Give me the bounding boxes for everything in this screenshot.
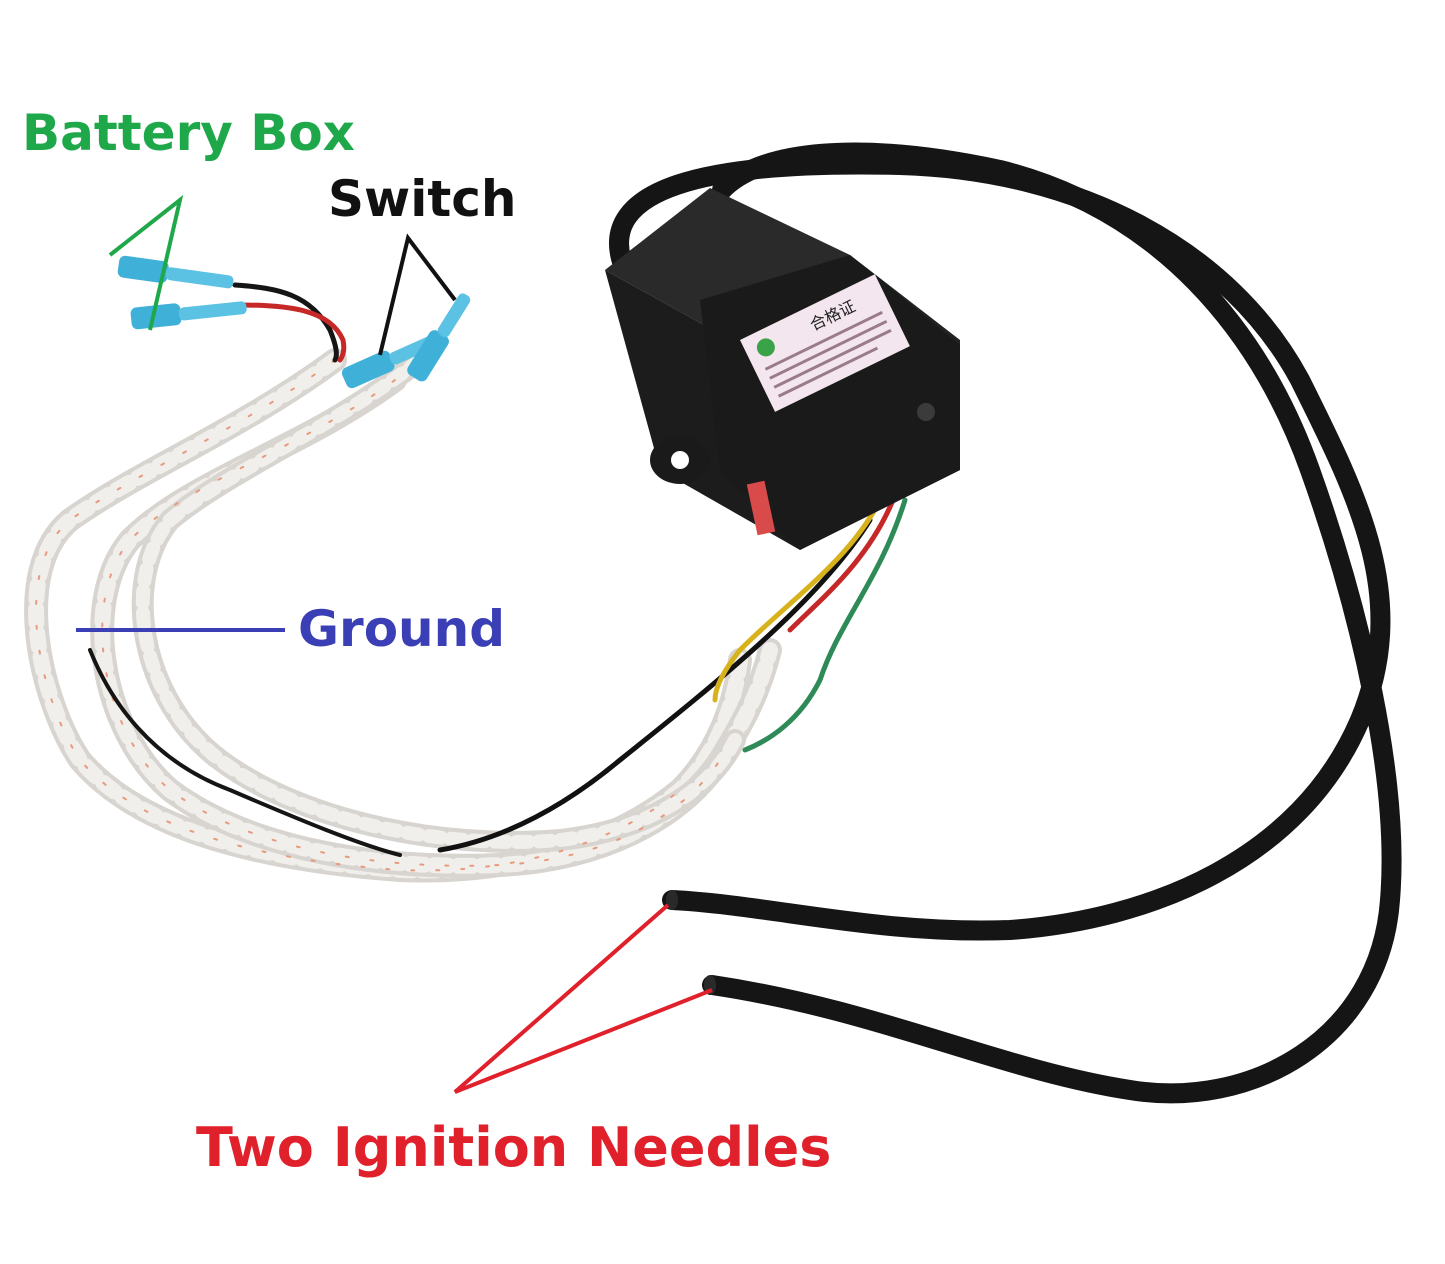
- needles-pointer: [453, 903, 713, 1094]
- brand-logo-icon: [756, 338, 775, 357]
- wire-black: [437, 517, 873, 853]
- hv-cable-2: [702, 142, 1402, 1104]
- signal-wires: [88, 282, 908, 857]
- switch-pointer: [378, 233, 457, 356]
- module-mount-hole: [671, 451, 689, 469]
- ground-label: Ground: [298, 600, 506, 658]
- battery-box-pointer: [108, 194, 184, 331]
- battery-wire-red: [237, 302, 347, 363]
- spade-terminal-icon: [130, 301, 247, 330]
- wire-green: [742, 497, 908, 753]
- module-top: [605, 188, 850, 345]
- hv-cables: [609, 142, 1402, 1104]
- wire-red: [787, 492, 898, 633]
- spade-terminal-icon: [407, 293, 471, 382]
- sleeve-tracer-2: [101, 379, 721, 867]
- wire-ground-black: [88, 648, 402, 857]
- module-side-sticker: [746, 480, 776, 536]
- sleeved-wires: [24, 348, 782, 883]
- module-sticker: 合格证: [740, 274, 910, 412]
- switch-label: Switch: [328, 170, 517, 228]
- hv-cable-1: [609, 154, 1391, 941]
- battery-box-label: Battery Box: [22, 104, 355, 162]
- battery-wire-black: [232, 282, 339, 363]
- ignition-needles-label: Two Ignition Needles: [196, 1116, 832, 1179]
- wire-yellow: [712, 497, 883, 703]
- sleeved-wire-3-core: [135, 353, 742, 849]
- spade-terminals: [117, 255, 471, 389]
- ignition-module-icon: 合格证: [605, 188, 960, 550]
- pointer-lines: [76, 194, 713, 1094]
- spade-terminal-icon: [117, 255, 234, 289]
- module-screw: [917, 403, 935, 421]
- hv-cable-1-tip: [666, 890, 678, 910]
